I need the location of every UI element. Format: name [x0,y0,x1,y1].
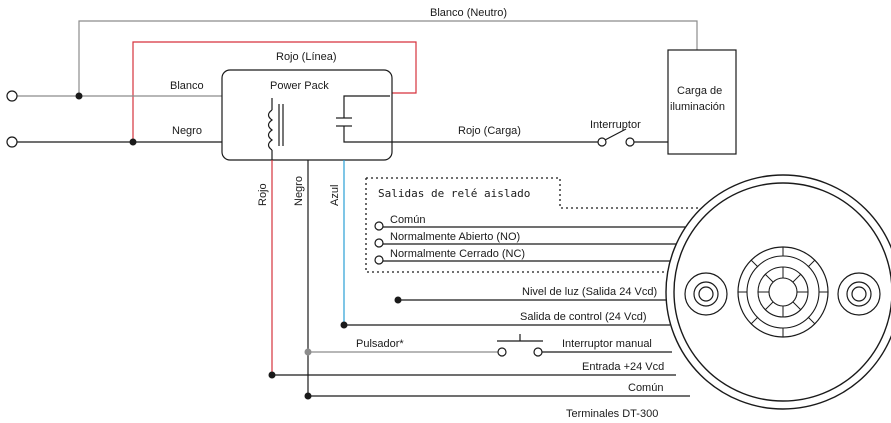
manual-switch-label: Interruptor manual [562,338,652,350]
switch-terminal-left [597,137,607,147]
blue-vertical-label: Azul [329,185,341,206]
neutral-wire [78,20,698,93]
line-wire-label: Rojo (Línea) [276,51,337,63]
terminals-caption: Terminales DT-300 [566,408,658,420]
control-output-label: Salida de control (24 Vcd) [520,311,647,323]
lens-center [768,277,798,307]
black-junction-dot [129,138,137,146]
lens-facets [738,247,828,337]
relay-no-label: Normalmente Abierto (NO) [390,231,520,243]
light-level-label: Nivel de luz (Salida 24 Vcd) [522,286,657,298]
load-box [667,49,737,155]
load-label-line2: iluminación [670,101,725,113]
relay-contact-bottom [343,126,392,143]
switch-lever [604,128,627,141]
line-wire [132,41,417,142]
black-input-label: Negro [172,125,202,137]
common-label: Común [628,382,663,394]
transformer-coil [267,109,274,151]
load-label-line1: Carga de [677,85,722,97]
relay-nc-label: Normalmente Cerrado (NC) [390,248,525,260]
relay-output-title: Salidas de relé aislado [378,187,530,200]
relay-common-terminal [374,221,384,231]
switch-label: Interruptor [590,119,641,131]
left-screw-inner [698,286,714,302]
relay-no-terminal [374,238,384,248]
power-pack-label: Power Pack [270,80,329,92]
pushbutton-terminal-left [497,347,507,357]
relay-nc-terminal [374,255,384,265]
pushbutton-terminal-right [533,347,543,357]
white-input-label: Blanco [170,80,204,92]
relay-common-label: Común [390,214,425,226]
white-junction-dot [75,92,83,100]
pushbutton-label: Pulsador* [356,338,404,350]
switch-terminal-right [625,137,635,147]
right-screw-inner [851,286,867,302]
black-input-terminal [6,136,18,148]
relay-output-dotted-box [365,177,700,273]
neutral-wire-label: Blanco (Neutro) [430,7,507,19]
red-vertical-label: Rojo [257,183,269,206]
relay-contact-top [343,95,390,118]
black-vertical-label: Negro [293,176,305,206]
load-wire-label: Rojo (Carga) [458,125,521,137]
dt300-sensor [665,174,891,410]
power-pack-box [221,69,393,161]
input-24v-label: Entrada +24 Vcd [582,361,664,373]
white-input-terminal [6,90,18,102]
